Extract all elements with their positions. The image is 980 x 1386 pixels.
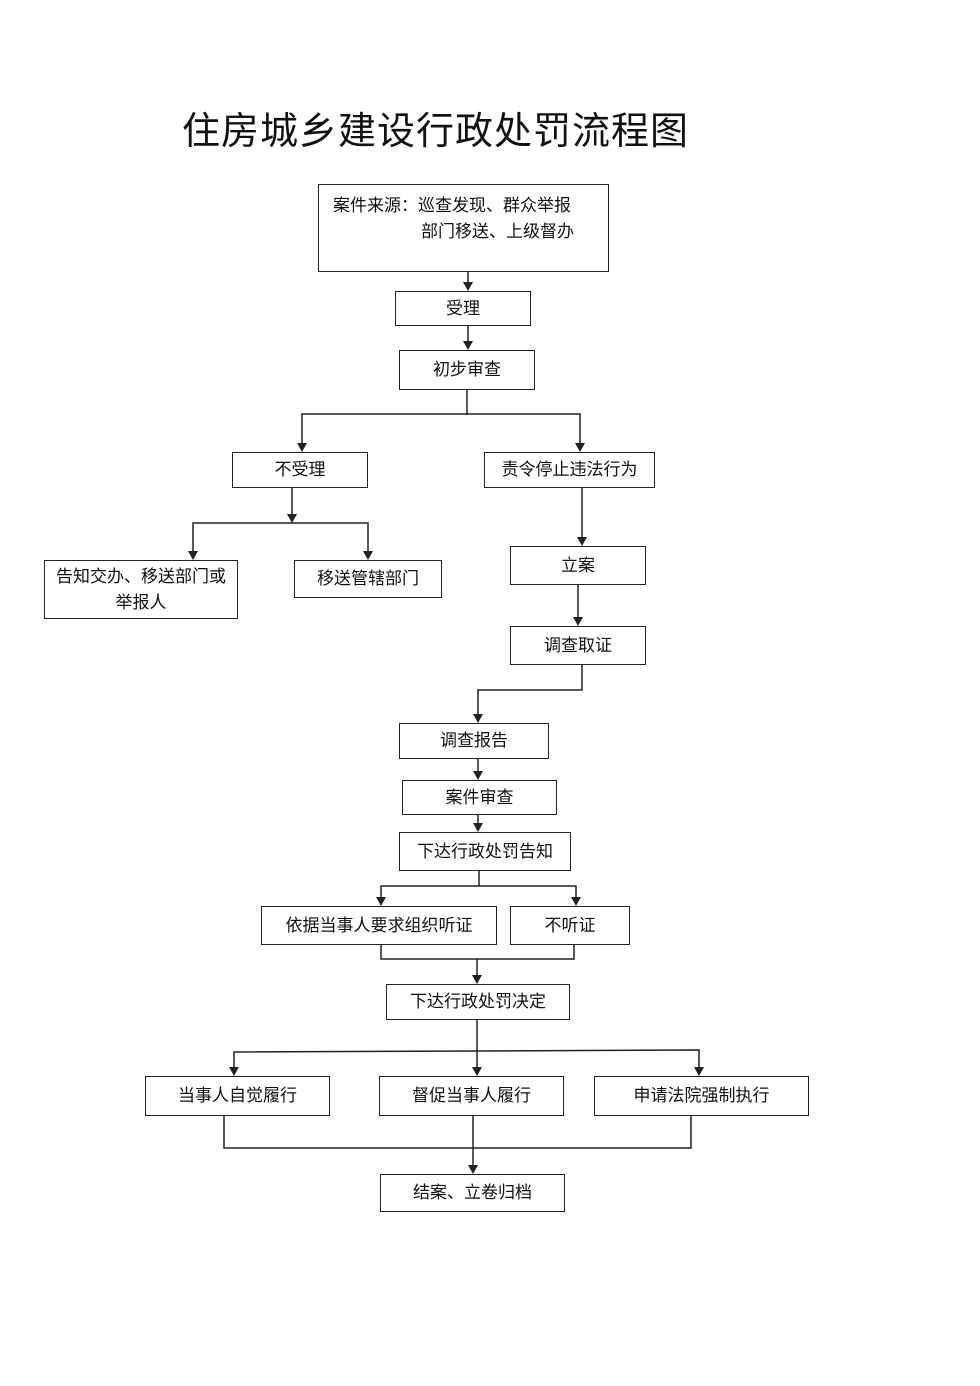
investigate-label: 调查取证	[544, 635, 612, 656]
accept-box: 受理	[395, 291, 531, 326]
not-accept-box: 不受理	[232, 452, 368, 488]
page-title: 住房城乡建设行政处罚流程图	[182, 109, 690, 153]
no-hearing-box: 不听证	[510, 906, 630, 945]
arrow-head	[376, 897, 386, 906]
arrow-head	[297, 443, 307, 452]
arrow-head	[472, 1067, 482, 1076]
preliminary-review-box: 初步审查	[399, 350, 535, 390]
case-review-label: 案件审查	[445, 787, 514, 808]
transfer-dept-box: 移送管辖部门	[294, 560, 442, 598]
issue-decision-label: 下达行政处罚决定	[410, 992, 546, 1012]
hearing-label: 依据当事人要求组织听证	[285, 915, 473, 936]
arrow-head	[573, 617, 583, 626]
case-source-box: 案件来源：巡查发现、群众举报 部门移送、上级督办	[318, 184, 609, 272]
arrow-head	[694, 1067, 704, 1076]
arrow-head	[571, 897, 581, 906]
connector-line	[301, 413, 581, 445]
issue-notice-label: 下达行政处罚告知	[417, 841, 553, 862]
urge-comply-label: 督促当事人履行	[412, 1086, 531, 1106]
arrow-head	[473, 771, 483, 780]
arrow-head	[577, 537, 587, 546]
close-archive-box: 结案、立卷归档	[380, 1174, 565, 1212]
close-archive-label: 结案、立卷归档	[413, 1183, 532, 1203]
issue-notice-box: 下达行政处罚告知	[399, 832, 571, 871]
court-enforce-box: 申请法院强制执行	[594, 1076, 809, 1116]
arrow-head	[463, 341, 473, 350]
order-stop-label: 责令停止违法行为	[501, 460, 638, 480]
arrow-head	[188, 551, 198, 560]
inform-transfer-box: 告知交办、移送部门或 举报人	[44, 560, 238, 619]
arrow-head	[229, 1067, 239, 1076]
investigate-box: 调查取证	[510, 626, 646, 665]
connector-line	[477, 665, 583, 716]
case-source-line1: 案件来源：巡查发现、群众举报	[333, 196, 571, 216]
order-stop-box: 责令停止违法行为	[484, 452, 655, 488]
not-accept-label: 不受理	[274, 460, 326, 480]
preliminary-review-label: 初步审查	[433, 360, 501, 380]
court-enforce-label: 申请法院强制执行	[633, 1086, 770, 1106]
case-review-box: 案件审查	[402, 780, 557, 815]
issue-decision-box: 下达行政处罚决定	[386, 984, 570, 1020]
connector-line	[233, 1049, 700, 1068]
arrow-head	[473, 714, 483, 723]
connector-line	[380, 945, 575, 960]
case-source-line2: 部门移送、上级督办	[421, 222, 574, 242]
arrow-head	[473, 823, 483, 832]
self-comply-label: 当事人自觉履行	[178, 1086, 297, 1106]
arrow-head	[463, 282, 473, 291]
connector-line	[223, 1116, 692, 1149]
inform-transfer-line2: 举报人	[115, 592, 167, 613]
arrow-head	[575, 443, 585, 452]
urge-comply-box: 督促当事人履行	[379, 1076, 564, 1116]
investigation-report-label: 调查报告	[440, 731, 508, 751]
connector-line	[380, 885, 577, 898]
inform-transfer-line1: 告知交办、移送部门或	[56, 566, 226, 587]
arrow-head	[287, 514, 297, 523]
accept-label: 受理	[446, 298, 480, 319]
self-comply-box: 当事人自觉履行	[145, 1076, 330, 1116]
connector-line	[192, 522, 369, 552]
arrow-head	[468, 1165, 478, 1174]
arrow-head	[363, 551, 373, 560]
file-case-label: 立案	[561, 555, 595, 576]
no-hearing-label: 不听证	[544, 915, 596, 936]
hearing-box: 依据当事人要求组织听证	[261, 906, 497, 945]
arrow-head	[472, 975, 482, 984]
transfer-dept-label: 移送管辖部门	[317, 569, 419, 589]
file-case-box: 立案	[510, 546, 646, 585]
investigation-report-box: 调查报告	[399, 723, 549, 759]
